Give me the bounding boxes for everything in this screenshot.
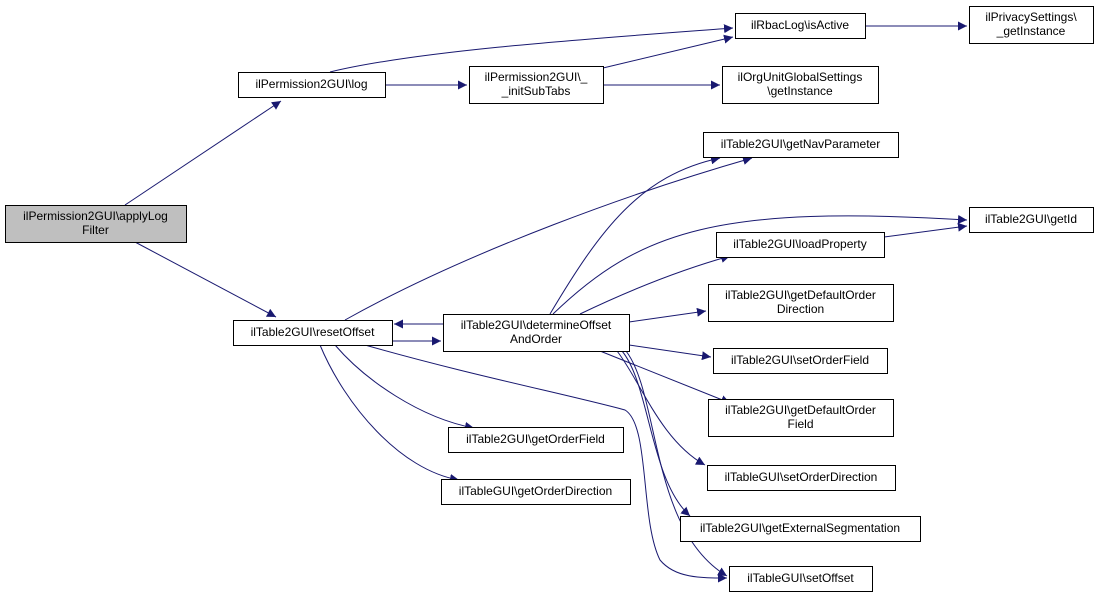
node-getId[interactable]: ilTable2GUI\getId [969,207,1094,233]
node-label: ilTable2GUI\setOrderField [731,353,869,367]
node-box [729,566,873,592]
node-box [969,207,1094,233]
node-resetOffset[interactable]: ilTable2GUI\resetOffset [233,320,393,346]
node-label: ilTableGUI\setOffset [747,571,854,585]
node-getExternalSegmentation[interactable]: ilTable2GUI\getExternalSegmentation [680,516,921,542]
edge-resetOffset-to-getNavParameter [344,156,753,321]
edge-determineOffsetAndOrder-to-setOrderField [628,344,712,361]
node-label: ilTable2GUI\getOrderField [466,432,605,446]
edge-resetOffset-to-setOffset [364,344,728,583]
node-box [703,132,899,158]
node-box [443,314,630,352]
node-box [680,516,921,542]
node-loadProperty[interactable]: ilTable2GUI\loadProperty [716,232,885,258]
edge-determineOffsetAndOrder-to-getExternalSegmentation [621,350,691,517]
node-box [716,232,885,258]
edge-initSubTabs-to-rbacIsActive [602,34,734,69]
edge-resetOffset-to-getOrderDirection [319,344,460,483]
edge-determineOffsetAndOrder-to-setOffset [625,350,728,577]
node-label: ilRbacLog\isActive [751,18,849,32]
edge-determineOffsetAndOrder-to-setOrderDirection [616,350,706,466]
node-label: ilPermission2GUI\_ [485,70,588,84]
node-rbacIsActive[interactable]: ilRbacLog\isActive [735,13,866,39]
node-label: ilTableGUI\setOrderDirection [725,470,878,484]
node-label: ilTable2GUI\getId [985,212,1077,226]
node-box [708,399,894,437]
node-box [5,205,187,243]
edge-applyLogFilter-to-resetOffset [134,241,277,318]
node-box [238,72,386,98]
node-box [969,6,1094,44]
node-label: Field [787,417,813,431]
nodes: ilPermission2GUI\applyLogFilterilPermiss… [5,6,1094,592]
node-box [233,320,393,346]
node-label: \getInstance [767,84,833,98]
node-label: _initSubTabs [501,84,571,98]
node-label: ilTable2GUI\getDefaultOrder [725,288,876,302]
node-label: ilTable2GUI\determineOffset [461,318,612,332]
node-label: _getInstance [996,24,1066,38]
node-label: ilPrivacySettings\ [985,10,1077,24]
edge-resetOffset-to-getOrderField [334,344,475,431]
node-orgUnitGetInstance[interactable]: ilOrgUnitGlobalSettings\getInstance [722,66,879,104]
edge-determineOffsetAndOrder-to-loadProperty [579,254,731,315]
node-label: ilOrgUnitGlobalSettings [738,70,863,84]
node-box [735,13,866,39]
node-setOffset[interactable]: ilTableGUI\setOffset [729,566,873,592]
node-box [441,479,631,505]
node-setOrderField[interactable]: ilTable2GUI\setOrderField [713,348,888,374]
node-getOrderField[interactable]: ilTable2GUI\getOrderField [448,427,624,453]
edge-applyLogFilter-to-log [124,100,282,206]
edge-determineOffsetAndOrder-to-getNavParameter [549,155,721,315]
node-label: ilTable2GUI\resetOffset [251,325,375,339]
node-label: ilTable2GUI\getExternalSegmentation [700,521,900,535]
edge-determineOffsetAndOrder-to-getId [552,214,968,315]
edges [124,21,968,583]
node-box [722,66,879,104]
node-label: ilTable2GUI\loadProperty [733,237,866,251]
node-label: Direction [777,302,824,316]
edge-loadProperty-to-getId [883,222,968,238]
node-privacyGetInstance[interactable]: ilPrivacySettings\_getInstance [969,6,1094,44]
node-box [469,66,604,104]
edge-determineOffsetAndOrder-to-getDefaultOrderField [599,350,731,404]
node-label: AndOrder [510,332,562,346]
node-label: Filter [82,223,109,237]
node-box [708,284,894,322]
node-setOrderDirection[interactable]: ilTableGUI\setOrderDirection [707,465,896,491]
node-getNavParameter[interactable]: ilTable2GUI\getNavParameter [703,132,899,158]
edge-determineOffsetAndOrder-to-getDefaultOrderDirection [628,307,707,323]
node-label: ilPermission2GUI\applyLog [23,209,168,223]
node-box [448,427,624,453]
edge-log-to-rbacIsActive [329,24,734,73]
node-label: ilPermission2GUI\log [255,77,367,91]
node-log[interactable]: ilPermission2GUI\log [238,72,386,98]
node-label: ilTable2GUI\getNavParameter [721,137,880,151]
node-box [707,465,896,491]
node-getOrderDirection[interactable]: ilTableGUI\getOrderDirection [441,479,631,505]
node-label: ilTableGUI\getOrderDirection [459,484,612,498]
node-label: ilTable2GUI\getDefaultOrder [725,403,876,417]
node-box [713,348,888,374]
node-initSubTabs[interactable]: ilPermission2GUI\__initSubTabs [469,66,604,104]
